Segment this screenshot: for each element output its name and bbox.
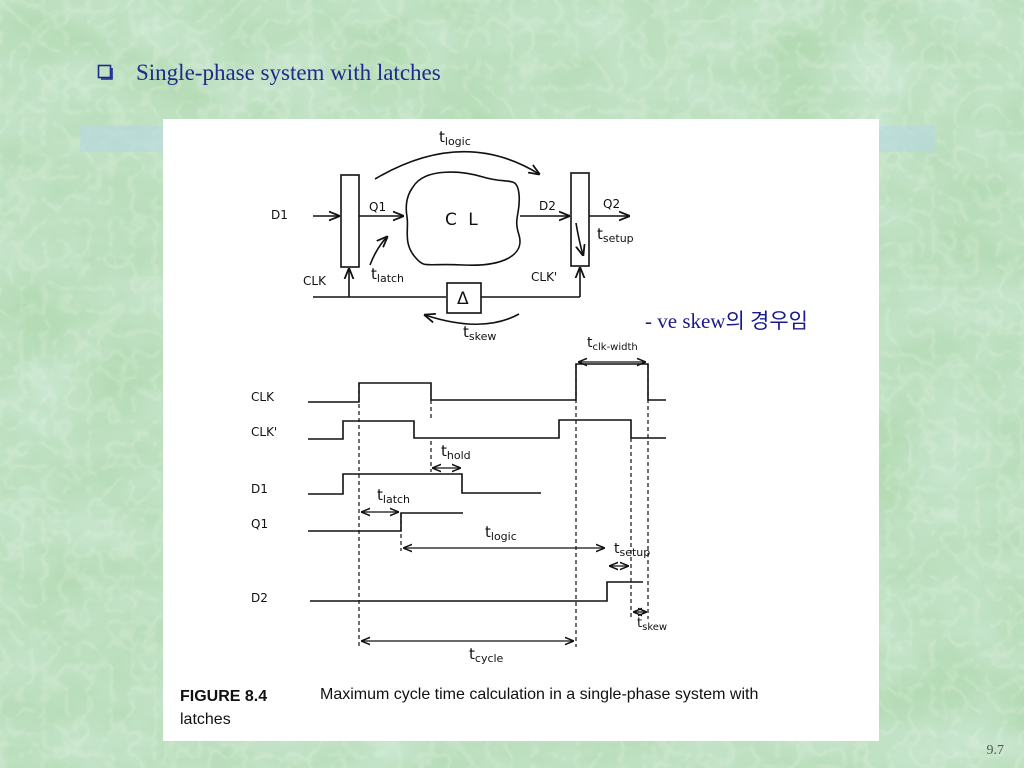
- skew-note: - ve skew의 경우임: [645, 309, 809, 333]
- label-d2: D2: [539, 199, 556, 213]
- waveform-q1: [308, 512, 463, 532]
- signal-label-d1: D1: [251, 482, 268, 496]
- waveform-clk-prime: [308, 419, 666, 440]
- timing-t-clk-width: tclk-width: [587, 335, 638, 353]
- figure-caption-text-line2: latches: [180, 711, 231, 728]
- label-cl: C L: [445, 210, 481, 230]
- label-q1: Q1: [369, 200, 386, 214]
- waveform-clk: [308, 363, 666, 403]
- slide-title: Single-phase system with latches: [136, 60, 441, 85]
- timing-t-cycle: tcycle: [469, 645, 504, 665]
- waveform-d1: [308, 473, 541, 495]
- waveform-d2: [310, 581, 643, 602]
- block-t-skew: tskew: [463, 323, 496, 343]
- figure-caption-label: FIGURE 8.4: [180, 688, 267, 705]
- signal-label-q1: Q1: [251, 517, 268, 531]
- timing-t-latch: tlatch: [377, 486, 410, 506]
- label-clk: CLK: [303, 274, 327, 288]
- figure-8-4: D1 Q1 C L D2 Q2 CLK CLK' Δ tlogic tlatch…: [163, 119, 879, 741]
- block-t-latch: tlatch: [371, 265, 404, 285]
- timing-t-setup: tsetup: [614, 541, 650, 559]
- block-t-logic: tlogic: [439, 128, 471, 148]
- label-clk-prime: CLK': [531, 270, 557, 284]
- label-q2: Q2: [603, 197, 620, 211]
- signal-label-clk: CLK: [251, 390, 275, 404]
- latch-2: [570, 172, 590, 267]
- delay-element: [446, 282, 482, 314]
- combinational-logic-block: [405, 171, 521, 266]
- delta-symbol: Δ: [457, 289, 469, 309]
- page-number: 9.7: [986, 743, 1005, 758]
- title-bullet-icon: [97, 64, 113, 80]
- timing-t-hold: thold: [441, 442, 471, 462]
- signal-label-clk-prime: CLK': [251, 425, 277, 439]
- timing-t-skew: tskew: [637, 616, 667, 633]
- label-d1: D1: [271, 208, 288, 222]
- figure-caption-text: Maximum cycle time calculation in a sing…: [320, 686, 758, 703]
- block-t-setup: tsetup: [597, 225, 634, 245]
- timing-t-logic: tlogic: [485, 523, 517, 543]
- signal-label-d2: D2: [251, 591, 268, 605]
- latch-1: [340, 174, 360, 268]
